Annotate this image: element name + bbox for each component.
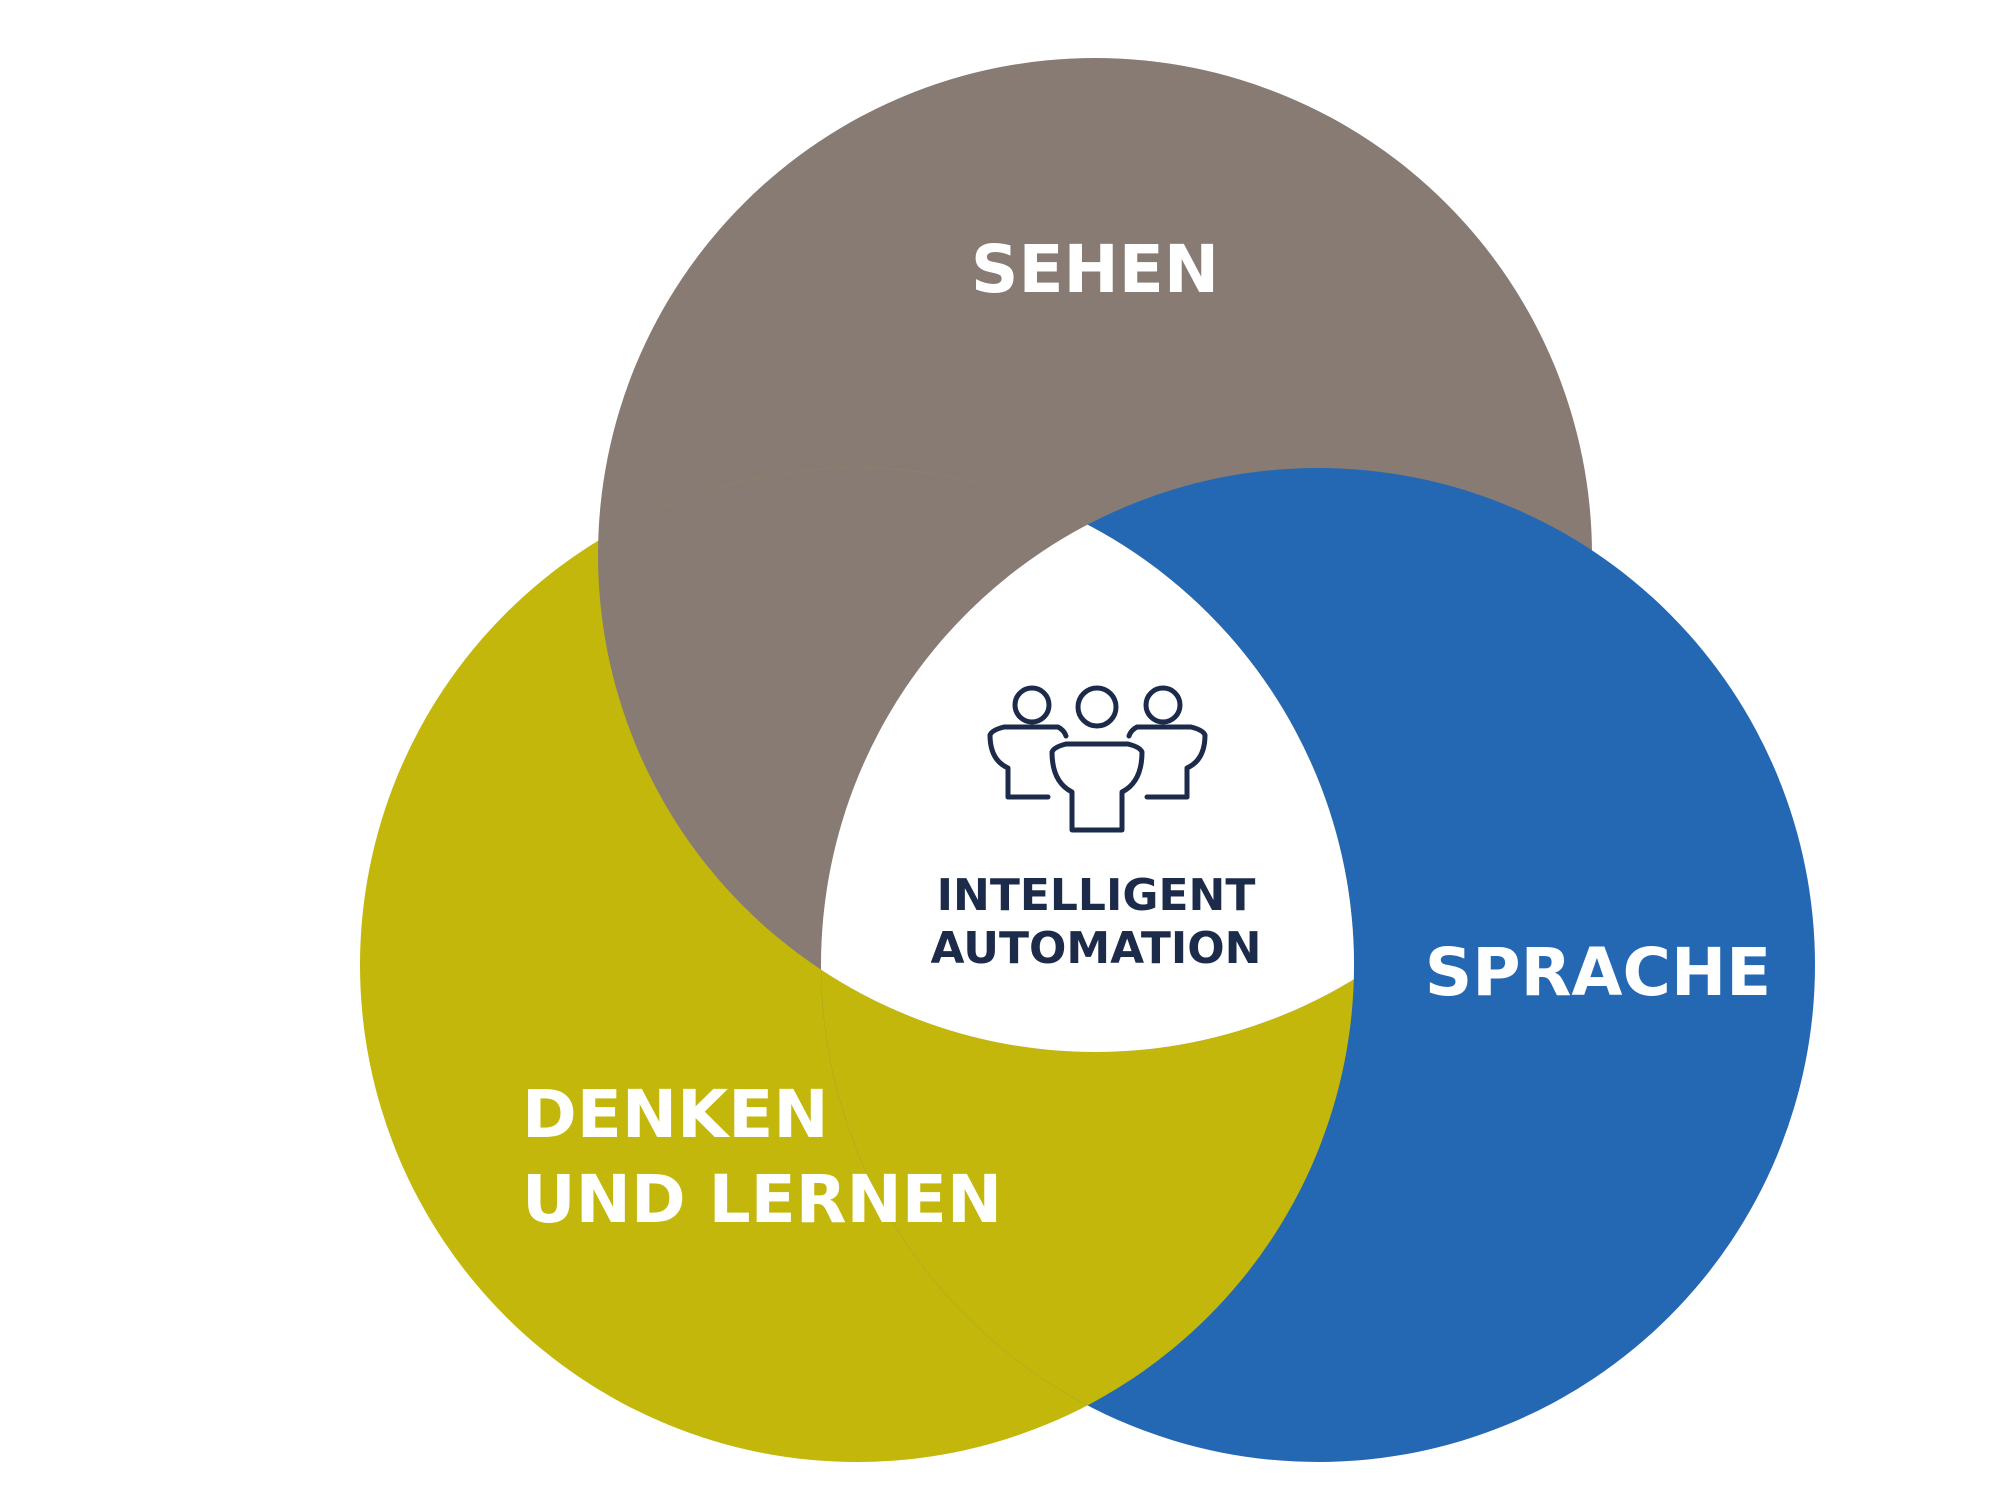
center-label-line2: AUTOMATION	[931, 923, 1262, 974]
denken-label-line1: DENKEN	[522, 1076, 829, 1153]
center-label-line1: INTELLIGENT	[937, 870, 1256, 921]
sehen-label: SEHEN	[971, 231, 1219, 308]
denken-label-line2: UND LERNEN	[522, 1161, 1002, 1238]
center-intersection	[821, 468, 1354, 1052]
team-people-icon	[987, 685, 1208, 833]
sprache-label: SPRACHE	[1425, 934, 1772, 1011]
